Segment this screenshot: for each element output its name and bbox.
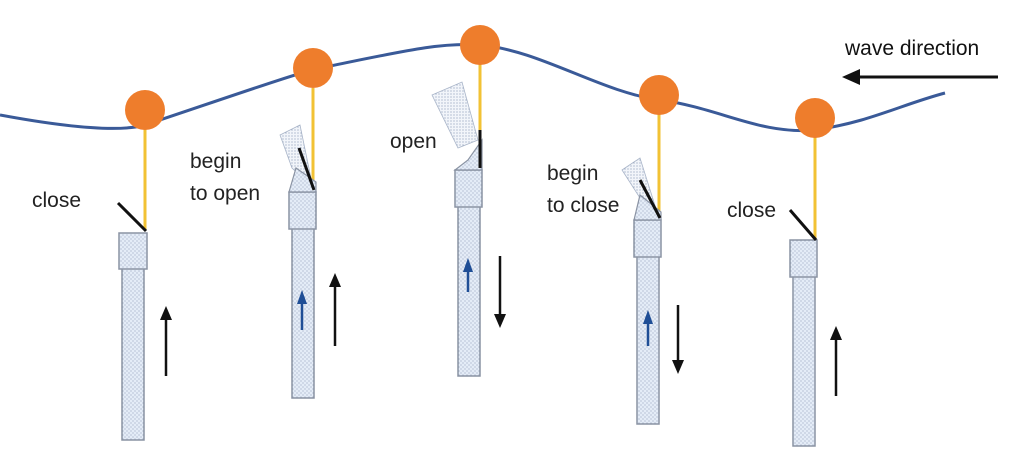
pump-unit-begin-to-open — [279, 48, 341, 399]
pipe-icon — [121, 267, 145, 441]
buoy-icon — [293, 48, 333, 88]
buoy-icon — [639, 75, 679, 115]
pump-unit-open — [431, 25, 506, 377]
arrow-up-icon — [830, 326, 842, 396]
pipe-icon — [792, 275, 816, 447]
arrow-down-icon — [672, 305, 684, 374]
pipe-top — [453, 138, 483, 171]
stage-label-close-2: close — [727, 199, 776, 222]
stage-label-close-1: close — [32, 189, 81, 212]
flow-arrow-up-icon — [463, 258, 473, 292]
valve-flap-icon — [788, 209, 818, 241]
wave-direction-label: wave direction — [844, 37, 979, 60]
buoy-icon — [125, 90, 165, 130]
pipe-head — [633, 219, 662, 258]
stage-label-begin-to-close-line2: to close — [547, 194, 619, 217]
stage-label-begin-to-close-line1: begin — [547, 162, 598, 185]
pipe-head — [454, 169, 483, 208]
pipe-head — [118, 232, 148, 270]
arrow-up-icon — [160, 306, 172, 376]
buoy-icon — [460, 25, 500, 65]
stage-label-begin-to-open-line1: begin — [190, 150, 241, 173]
valve-flap-icon — [638, 179, 662, 219]
pipe-head — [789, 239, 818, 278]
spray — [431, 81, 479, 149]
valve-flap-icon — [116, 201, 148, 233]
pump-unit-close-1 — [116, 90, 172, 441]
arrow-left-icon — [842, 69, 998, 85]
arrow-up-icon — [329, 273, 341, 346]
pipe-top — [288, 167, 317, 193]
valve-flap-icon — [297, 147, 316, 191]
pipe-head — [288, 191, 317, 230]
flow-arrow-up-icon — [297, 290, 307, 330]
stage-label-begin-to-open-line2: to open — [190, 182, 260, 205]
stage-label-open: open — [390, 130, 437, 153]
pump-unit-begin-to-close — [621, 75, 684, 425]
arrow-down-icon — [494, 256, 506, 328]
pipe-top — [633, 193, 662, 221]
pump-unit-close-2 — [788, 98, 842, 447]
buoy-icon — [795, 98, 835, 138]
flow-arrow-up-icon — [643, 310, 653, 346]
